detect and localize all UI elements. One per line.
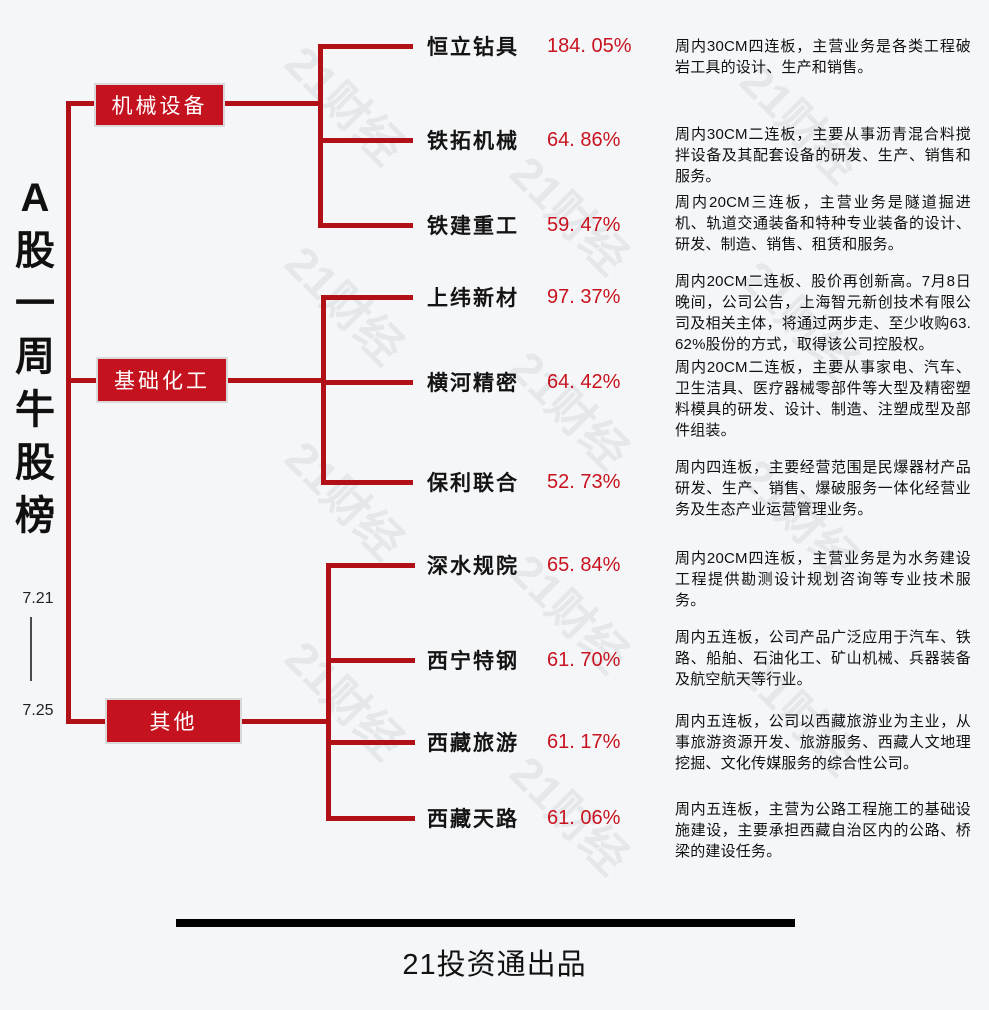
connector-line — [321, 295, 413, 300]
stock-name: 上纬新材 — [427, 287, 519, 310]
date-start: 7.21 — [22, 590, 54, 607]
stock-row: 深水规院 65. 84% — [427, 551, 620, 579]
watermark: 21财经 — [275, 236, 414, 375]
stock-change-pct: 52. 73% — [547, 470, 621, 493]
stock-change-pct: 184. 05% — [547, 34, 632, 57]
connector-line — [326, 816, 415, 821]
category-box-chemicals: 基础化工 — [96, 357, 228, 403]
stock-row: 西宁特钢 61. 70% — [427, 646, 620, 674]
footer-brand: 21投资通出品 — [402, 949, 587, 981]
watermark: 21财经 — [500, 341, 639, 480]
stock-description: 周内20CM三连板，主营业务是隧道掘进机、轨道交通装备和特种专业装备的设计、研发… — [675, 194, 971, 253]
stock-change-pct: 59. 47% — [547, 213, 621, 236]
category-box-others: 其他 — [105, 698, 242, 744]
watermark: 21财经 — [275, 431, 414, 570]
title-char: 榜 — [15, 494, 55, 538]
page-title: A 股 一 周 牛 股 榜 — [10, 172, 60, 543]
connector-line — [318, 223, 413, 228]
title-char: A — [20, 176, 50, 220]
stock-change-pct: 61. 70% — [547, 648, 621, 671]
branch-line — [318, 44, 323, 228]
stock-description: 周内30CM二连板，主要从事沥青混合料搅拌设备及其配套设备的研发、生产、销售和服… — [675, 126, 971, 185]
connector-line — [326, 740, 415, 745]
title-char: 周 — [15, 335, 55, 379]
stock-row: 横河精密 64. 42% — [427, 368, 620, 396]
stock-description: 周内20CM二连板，主要从事家电、汽车、卫生洁具、医疗器械零部件等大型及精密塑料… — [675, 359, 971, 439]
stock-description: 周内五连板，公司产品广泛应用于汽车、铁路、船舶、石油化工、矿山机械、兵器装备及航… — [675, 629, 971, 688]
watermark: 21财经 — [275, 631, 414, 770]
title-char: 股 — [15, 229, 55, 273]
date-end: 7.25 — [22, 702, 54, 719]
stock-name: 铁建重工 — [427, 215, 519, 238]
stock-description: 周内20CM二连板、股价再创新高。7月8日晚间，公司公告，上海智元新创技术有限公… — [675, 273, 971, 353]
connector-line — [318, 138, 413, 143]
title-char: 牛 — [15, 388, 55, 432]
stock-row: 西藏天路 61. 06% — [427, 804, 620, 832]
date-range-line — [30, 617, 32, 681]
stock-change-pct: 64. 86% — [547, 128, 621, 151]
footer-divider-bar — [176, 919, 795, 927]
stock-description: 周内四连板，主要经营范围是民爆器材产品研发、生产、销售、爆破服务一体化经营业务及… — [675, 459, 971, 518]
stock-description: 周内20CM四连板，主营业务是为水务建设工程提供勘测设计规划咨询等专业技术服务。 — [675, 550, 971, 609]
branch-line — [326, 563, 331, 821]
title-char: 股 — [15, 441, 55, 485]
connector-line — [321, 380, 413, 385]
stock-change-pct: 64. 42% — [547, 370, 621, 393]
stock-name: 西藏旅游 — [427, 732, 519, 755]
stock-change-pct: 65. 84% — [547, 553, 621, 576]
stock-name: 恒立钻具 — [427, 36, 519, 59]
category-box-machinery: 机械设备 — [94, 83, 225, 127]
branch-line — [321, 295, 326, 485]
stock-change-pct: 61. 06% — [547, 806, 621, 829]
stock-row: 铁建重工 59. 47% — [427, 211, 620, 239]
stock-name: 横河精密 — [427, 372, 519, 395]
stock-row: 保利联合 52. 73% — [427, 468, 620, 496]
title-char: 一 — [15, 282, 55, 326]
stock-description: 周内30CM四连板，主营业务是各类工程破岩工具的设计、生产和销售。 — [675, 38, 971, 76]
stock-description: 周内五连板，主营为公路工程施工的基础设施建设，主要承担西藏自治区内的公路、桥梁的… — [675, 801, 971, 860]
connector-line — [326, 658, 415, 663]
connector-line — [326, 563, 415, 568]
stock-description: 周内五连板，公司以西藏旅游业为主业，从事旅游资源开发、旅游服务、西藏人文地理挖掘… — [675, 713, 971, 772]
stock-row: 西藏旅游 61. 17% — [427, 728, 620, 756]
connector-line — [321, 480, 413, 485]
stock-change-pct: 97. 37% — [547, 285, 621, 308]
stock-name: 深水规院 — [427, 555, 519, 578]
connector-line — [318, 44, 413, 49]
stock-name: 铁拓机械 — [427, 130, 519, 153]
stock-row: 恒立钻具 184. 05% — [427, 32, 632, 60]
stock-row: 铁拓机械 64. 86% — [427, 126, 620, 154]
main-trunk-line — [66, 101, 71, 724]
stock-name: 保利联合 — [427, 472, 519, 495]
stock-name: 西宁特钢 — [427, 650, 519, 673]
stock-row: 上纬新材 97. 37% — [427, 283, 620, 311]
stock-change-pct: 61. 17% — [547, 730, 621, 753]
stock-name: 西藏天路 — [427, 808, 519, 831]
